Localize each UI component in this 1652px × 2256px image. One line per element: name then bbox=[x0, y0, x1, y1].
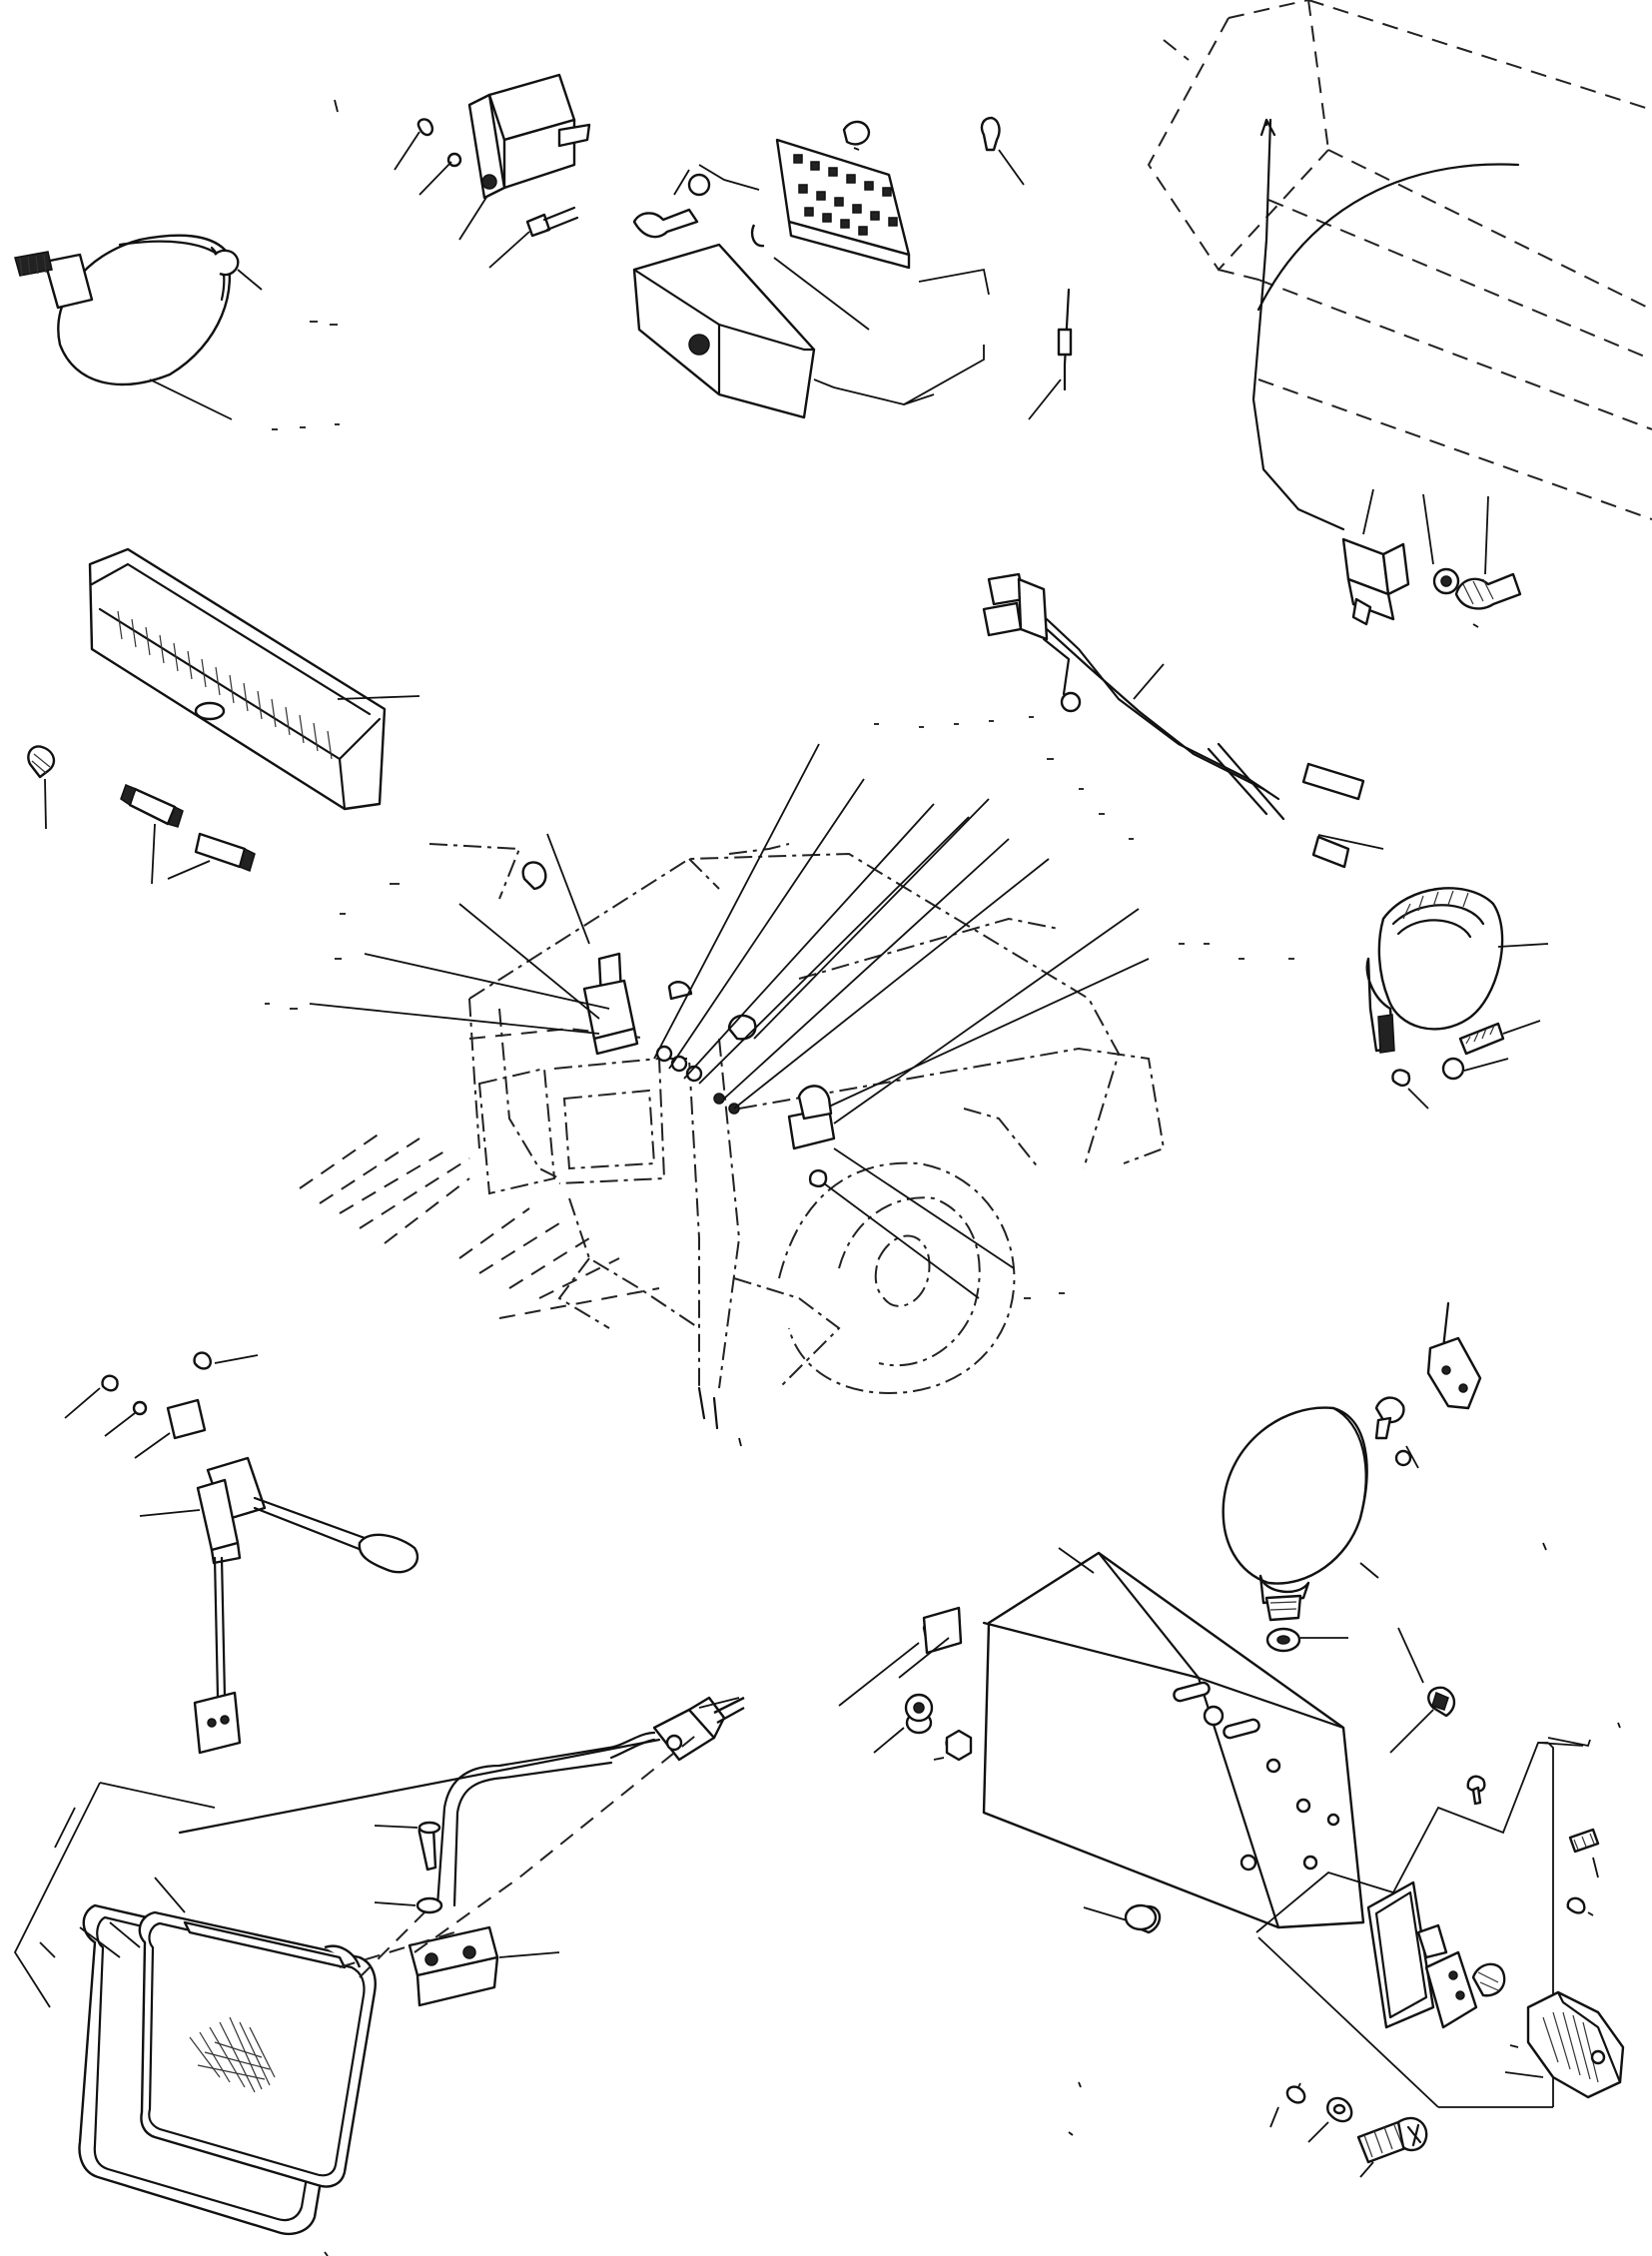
switch-box-cover bbox=[838, 1547, 1456, 1934]
bulb-festoon bbox=[27, 745, 184, 885]
relay-roof bbox=[1341, 488, 1522, 628]
reference-ticks bbox=[324, 99, 1621, 2256]
machine-body-outline bbox=[299, 843, 1166, 1430]
mounting-bracket-rod bbox=[178, 1696, 745, 2007]
horn bbox=[1365, 887, 1549, 1110]
rear-combination-lamp bbox=[88, 547, 420, 811]
wiring-harness-connector bbox=[982, 572, 1384, 869]
rear-lamp-bracket bbox=[898, 1606, 1158, 1931]
fuse-block bbox=[632, 120, 990, 331]
work-lamp-rectangular bbox=[13, 1782, 377, 2236]
license-lamp-assembly bbox=[1255, 1737, 1625, 2178]
bulb-small-top bbox=[980, 116, 1025, 186]
bulb-wedge bbox=[167, 832, 256, 880]
work-lamp-round-top-left bbox=[14, 234, 340, 430]
relay-top bbox=[394, 73, 591, 269]
fuse-cover bbox=[632, 243, 985, 419]
in-line-fuse bbox=[1028, 288, 1073, 420]
dashboard-switches bbox=[265, 716, 1294, 1299]
cab-roof-outline bbox=[1147, 0, 1652, 531]
turn-signal-switch-lever bbox=[64, 1351, 419, 1755]
work-lamp-round-bottom-right bbox=[1222, 1301, 1482, 1653]
